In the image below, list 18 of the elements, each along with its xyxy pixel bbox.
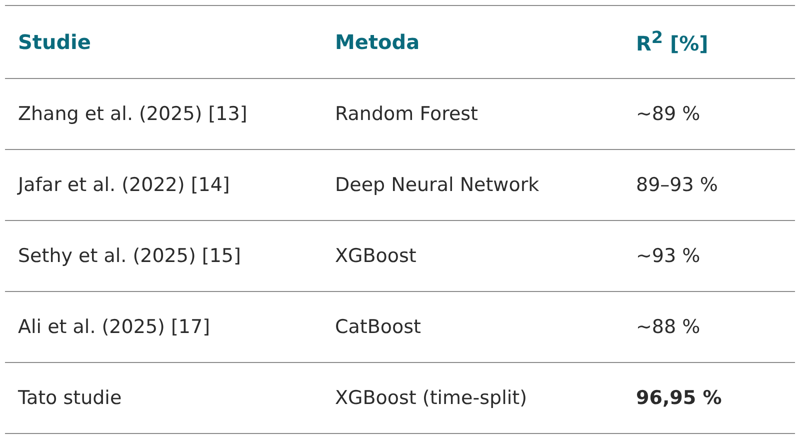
r2-value: 89–93 %: [636, 174, 718, 196]
study-text: Tato studie: [18, 387, 122, 409]
r2-value: ~88 %: [636, 316, 700, 338]
method-text: Deep Neural Network: [335, 174, 540, 196]
study-text: Sethy et al. (2025) [15]: [18, 245, 241, 267]
column-header: Metoda: [335, 30, 420, 54]
r2-value: 96,95 %: [636, 387, 722, 409]
method-text: XGBoost: [335, 245, 416, 267]
r2-value: ~89 %: [636, 103, 700, 125]
study-text: Ali et al. (2025) [17]: [18, 316, 210, 338]
method-text: XGBoost (time-split): [335, 387, 527, 409]
method-text: CatBoost: [335, 316, 421, 338]
column-header: R$^{2}$ [%]: [636, 28, 708, 56]
study-text: Jafar et al. (2022) [14]: [18, 174, 230, 196]
study-text: Zhang et al. (2025) [13]: [18, 103, 248, 125]
column-header: Studie: [18, 30, 91, 54]
method-text: Random Forest: [335, 103, 478, 125]
r2-value: ~93 %: [636, 245, 700, 267]
